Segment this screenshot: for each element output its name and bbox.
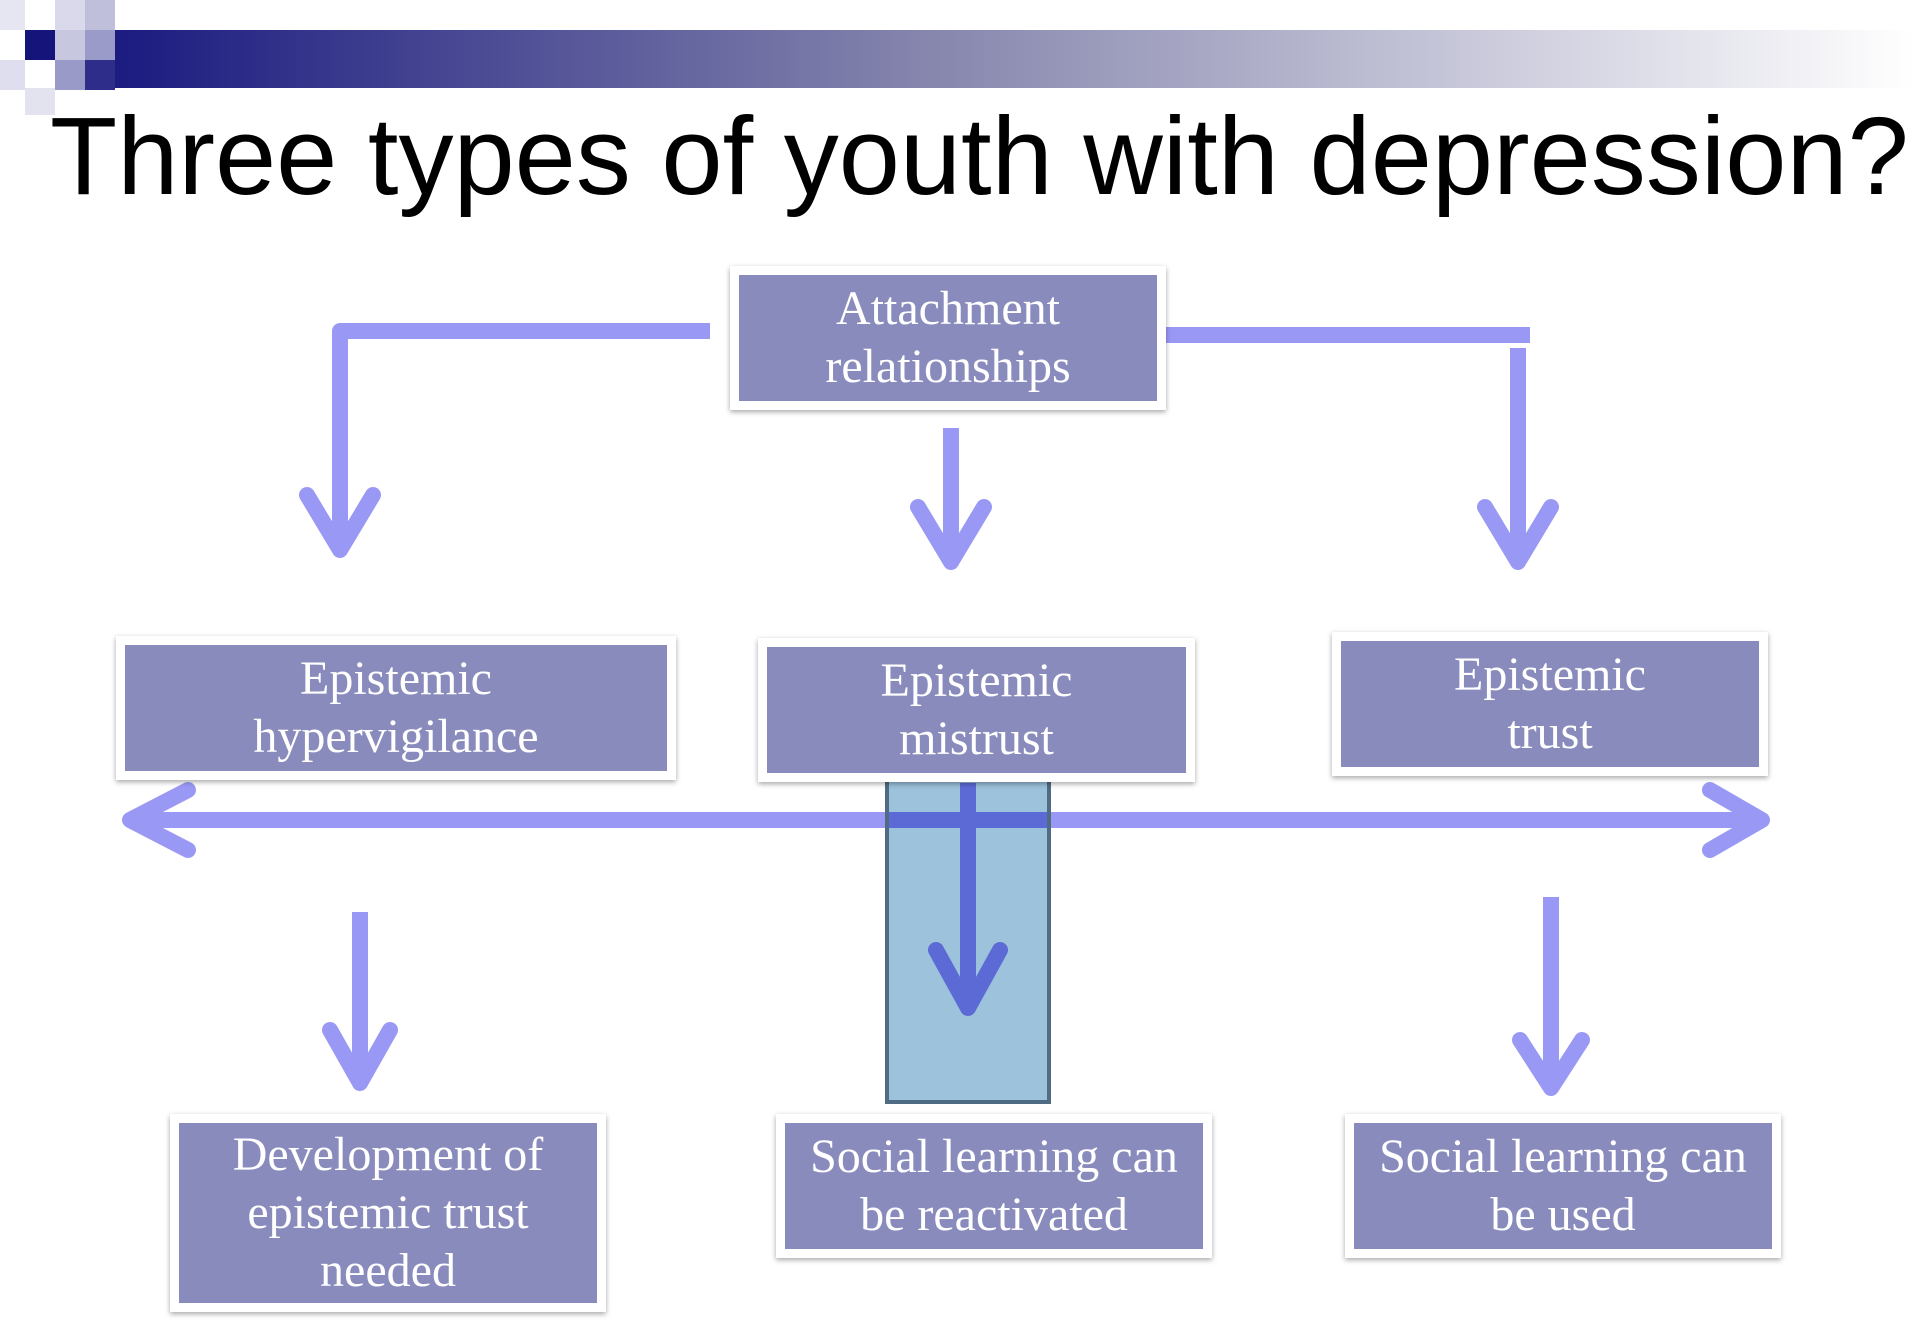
node-attachment-line1: Attachment [836, 282, 1060, 335]
node-trust-line1: Epistemic [1454, 648, 1646, 701]
node-social-learning-reactivated: Social learning can be reactivated [776, 1114, 1212, 1258]
header-square [85, 0, 115, 30]
node-used-line1: Social learning can [1379, 1130, 1747, 1183]
arrowhead-middle [910, 499, 992, 570]
header-square [0, 0, 25, 30]
spectrum-arrowhead-left [122, 782, 196, 858]
connector-left [332, 323, 710, 545]
arrowhead-lower-right [1512, 1032, 1590, 1096]
node-reactivated-line1: Social learning can [810, 1130, 1178, 1183]
arrowhead-lower-middle [928, 942, 1008, 1016]
node-attachment-line2: relationships [825, 340, 1071, 393]
node-hypervigilance-line1: Epistemic [300, 652, 492, 705]
arrowhead-left [299, 487, 381, 558]
node-trust-line2: trust [1507, 706, 1593, 759]
node-development-of-epistemic-trust: Development of epistemic trust needed [170, 1114, 606, 1312]
header-square [55, 0, 85, 30]
arrowhead-lower-left [322, 1022, 398, 1091]
node-development-line1: Development of [232, 1128, 544, 1181]
header-square [25, 30, 55, 60]
header-decoration [0, 0, 1914, 115]
spectrum-arrowhead-right [1702, 782, 1770, 858]
node-hypervigilance-line2: hypervigilance [253, 710, 539, 763]
slide-title: Three types of youth with depression? [50, 95, 1909, 218]
arrowhead-right [1477, 499, 1559, 570]
node-mistrust-line2: mistrust [899, 712, 1054, 765]
node-reactivated-line2: be reactivated [860, 1188, 1128, 1241]
header-square [55, 30, 85, 60]
header-square [25, 88, 55, 115]
node-epistemic-trust: Epistemic trust [1332, 632, 1768, 776]
header-square [25, 0, 55, 30]
node-used-line2: be used [1490, 1188, 1636, 1241]
node-social-learning-used: Social learning can be used [1345, 1114, 1781, 1258]
node-development-line2: epistemic trust [247, 1186, 529, 1239]
header-square [55, 60, 85, 90]
header-square [85, 60, 115, 90]
node-attachment-relationships: Attachment relationships [730, 266, 1166, 410]
node-development-line3: needed [320, 1244, 456, 1297]
node-epistemic-hypervigilance: Epistemic hypervigilance [116, 636, 676, 780]
node-epistemic-mistrust: Epistemic mistrust [758, 638, 1195, 782]
header-gradient-bar [110, 30, 1914, 88]
header-square [85, 30, 115, 60]
node-mistrust-line1: Epistemic [880, 654, 1073, 707]
header-square [0, 60, 25, 90]
